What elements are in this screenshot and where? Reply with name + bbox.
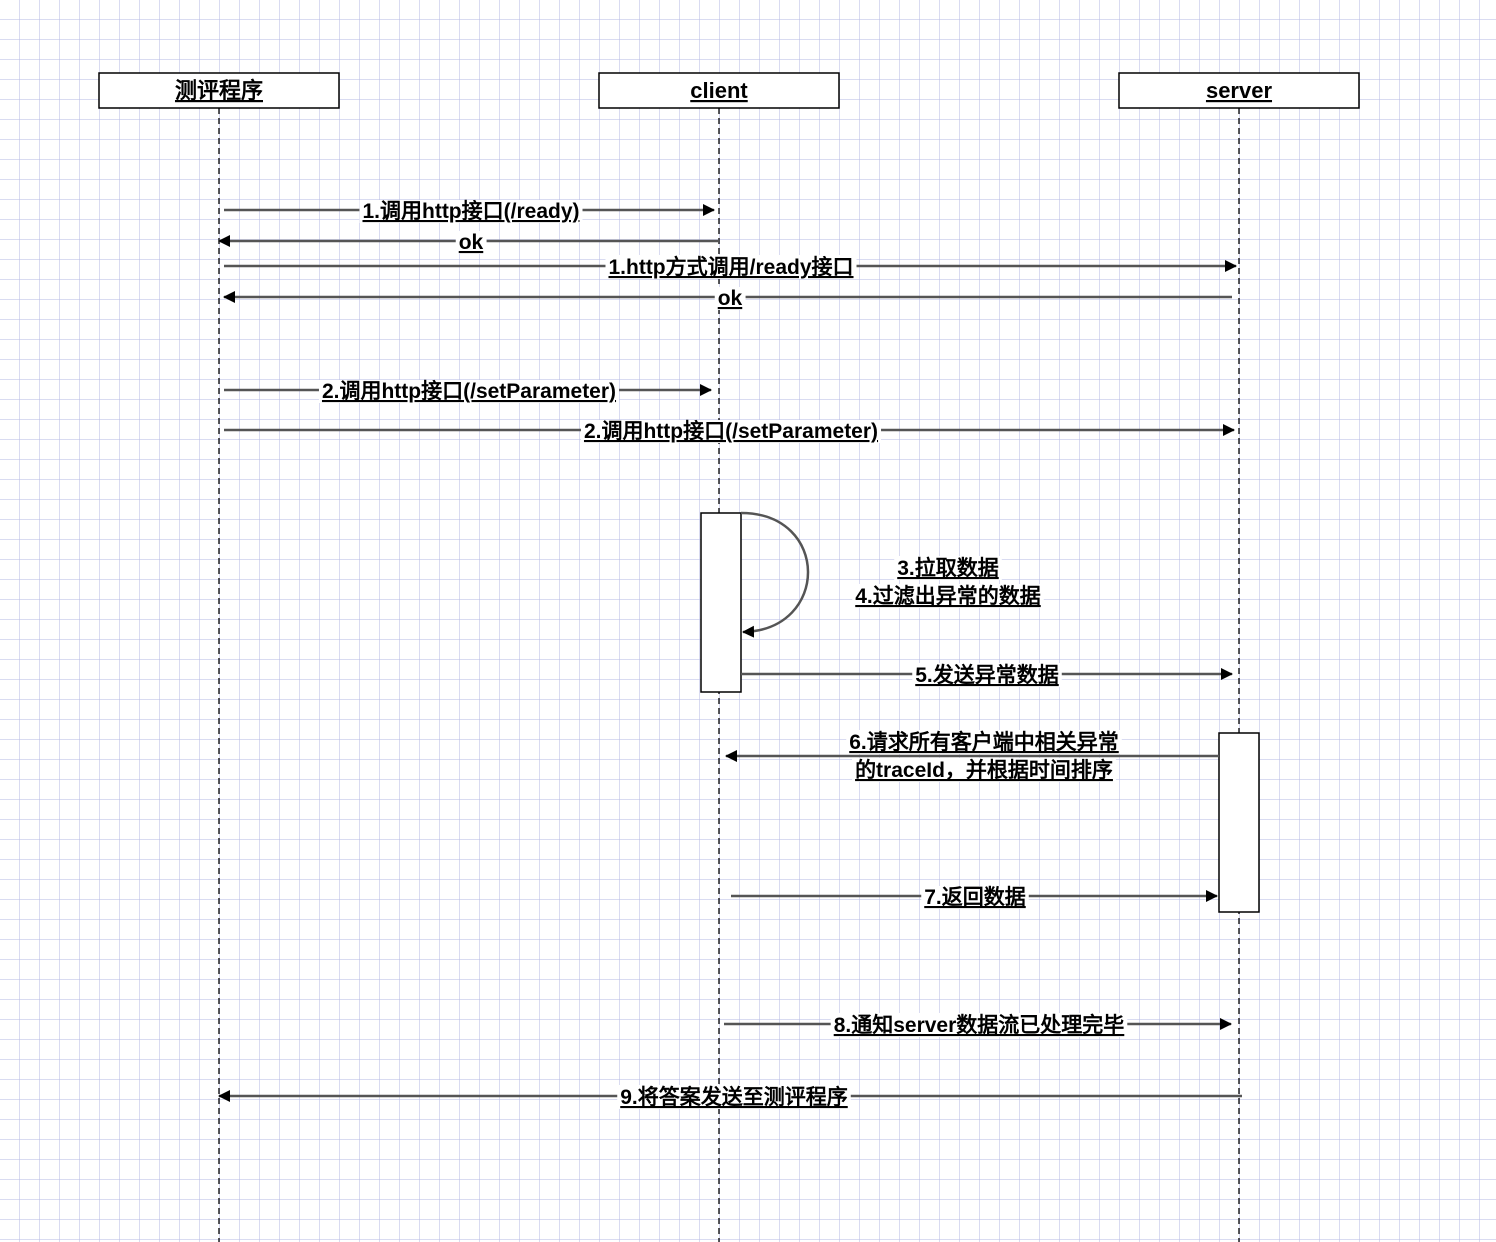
label-background <box>455 231 487 254</box>
message-label: 1.调用http接口(/ready) <box>362 200 579 223</box>
message-label: ok <box>459 231 484 254</box>
activation-client <box>700 512 742 693</box>
actor-evaluator-label: 测评程序 <box>175 78 263 103</box>
actor-server-label: server <box>1206 78 1273 103</box>
message-label: 的traceId，并根据时间排序 <box>855 758 1113 782</box>
message-label: 2.调用http接口(/setParameter) <box>322 380 616 403</box>
message-label: 6.请求所有客户端中相关异常 <box>849 730 1119 754</box>
label-background <box>846 730 1122 754</box>
label-background <box>714 287 746 310</box>
message-label: 5.发送异常数据 <box>915 663 1059 687</box>
lifelines <box>218 108 1240 1242</box>
message-label: ok <box>718 287 743 310</box>
message-label: 4.过滤出异常的数据 <box>855 584 1041 608</box>
label-background <box>852 758 1116 782</box>
label-background <box>605 255 857 279</box>
message-label: 9.将答案发送至测评程序 <box>620 1085 848 1109</box>
label-background <box>912 663 1062 687</box>
message-label: 2.调用http接口(/setParameter) <box>584 420 878 443</box>
label-background <box>894 556 1002 580</box>
actor-client[interactable]: client <box>598 72 840 109</box>
arrow-self-call <box>740 511 810 638</box>
actor-server[interactable]: server <box>1118 72 1360 109</box>
message-label: 8.通知server数据流已处理完毕 <box>834 1013 1125 1037</box>
label-background <box>852 584 1044 608</box>
label-background <box>318 380 620 403</box>
actor-evaluator[interactable]: 测评程序 <box>98 72 340 109</box>
label-background <box>830 1013 1128 1037</box>
message-label: 7.返回数据 <box>924 886 1026 909</box>
label-background <box>359 200 583 223</box>
actor-client-label: client <box>690 78 748 103</box>
message-label: 1.http方式调用/ready接口 <box>608 255 853 279</box>
label-background <box>921 886 1029 909</box>
message-label: 3.拉取数据 <box>897 556 999 580</box>
message-labels: 1.调用http接口(/ready) ok 1.http方式调用/ready接口… <box>318 200 1128 1109</box>
activation-server <box>1218 732 1260 913</box>
label-background <box>580 420 882 443</box>
label-background <box>617 1085 851 1109</box>
